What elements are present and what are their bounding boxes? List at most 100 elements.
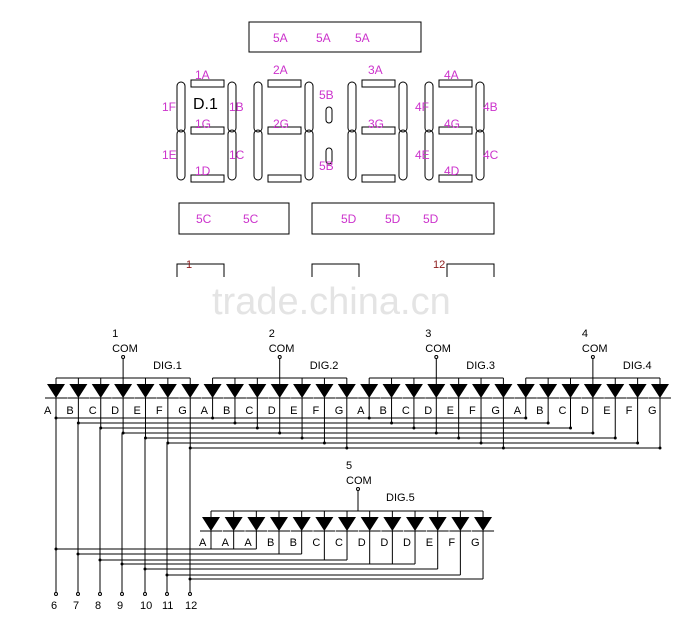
- segment-label: B: [290, 537, 297, 549]
- segment-label: B: [380, 405, 387, 417]
- digit-pin-number: 3: [425, 328, 431, 340]
- diode-triangle: [248, 384, 267, 398]
- horizontal-segment: [361, 174, 396, 183]
- diode-triangle: [47, 384, 65, 398]
- segment-label: A: [357, 405, 365, 417]
- pin-number: 9: [117, 600, 123, 612]
- com-terminal: [277, 355, 282, 359]
- diode-triangle: [181, 384, 200, 398]
- segment-label: G: [178, 405, 187, 417]
- diode-triangle: [114, 384, 133, 398]
- pin-number-last: 12: [433, 259, 445, 271]
- diode-triangle: [224, 517, 243, 531]
- horizontal-segment: [438, 79, 473, 88]
- diode-triangle: [406, 517, 425, 531]
- com-label: COM: [269, 343, 295, 355]
- diode-triangle: [451, 517, 470, 531]
- digit-name: DIG.2: [310, 360, 339, 372]
- vertical-segment: [176, 81, 186, 133]
- vertical-segment: [475, 129, 485, 181]
- segment-label: G: [648, 405, 657, 417]
- segment-label: F: [156, 405, 163, 417]
- vertical-segment: [227, 129, 237, 181]
- diode-triangle: [404, 384, 423, 398]
- segment-label: F: [626, 405, 633, 417]
- segment-label: 3A: [368, 63, 383, 77]
- com-label: COM: [425, 343, 451, 355]
- segment-label: E: [447, 405, 454, 417]
- diode-triangle: [338, 517, 357, 531]
- horizontal-segment: [267, 174, 302, 183]
- horizontal-segment: [438, 126, 473, 135]
- segment-label: 5D: [423, 212, 439, 226]
- diode-triangle: [628, 384, 647, 398]
- horizontal-segment: [190, 126, 225, 135]
- com-terminal: [356, 487, 360, 491]
- pin-number: 6: [51, 600, 57, 612]
- pin-terminal: [76, 592, 80, 596]
- segment-label: G: [471, 537, 480, 549]
- com-terminal: [434, 355, 439, 359]
- com-terminal: [590, 355, 595, 359]
- segment-label: 4G: [444, 117, 460, 131]
- vertical-segment: [304, 81, 314, 133]
- digit-name: DIG.3: [466, 360, 495, 372]
- diode-triangle: [203, 384, 222, 398]
- segment-label: C: [402, 405, 410, 417]
- diode-triangle: [474, 517, 493, 531]
- diode-triangle: [202, 517, 220, 531]
- segment-label: A: [244, 537, 252, 549]
- segment-label: 1G: [195, 117, 211, 131]
- segment-label: 5C: [196, 212, 212, 226]
- segment-label: 1B: [229, 100, 244, 114]
- diode-triangle: [315, 517, 334, 531]
- segment-label: 5A: [355, 31, 370, 45]
- vertical-segment: [227, 81, 237, 133]
- segment-label: C: [335, 537, 343, 549]
- segment-label: D: [380, 537, 388, 549]
- segment-label: 1D: [195, 164, 211, 178]
- pin-number: 10: [140, 600, 152, 612]
- segment-label: 4D: [444, 164, 460, 178]
- diode-triangle: [360, 384, 379, 398]
- segment-label: D: [403, 537, 411, 549]
- horizontal-segment: [438, 174, 473, 183]
- diode-triangle: [494, 384, 513, 398]
- segment-label: B: [267, 537, 274, 549]
- diode-triangle: [136, 384, 155, 398]
- vertical-segment: [253, 129, 263, 181]
- segment-label: 5D: [341, 212, 357, 226]
- segment-label: 5A: [316, 31, 331, 45]
- diode-triangle: [270, 517, 289, 531]
- segment-label: F: [448, 537, 455, 549]
- segment-label: D: [424, 405, 432, 417]
- segment-label: 4A: [444, 68, 459, 82]
- colon-dot-bottom: [325, 147, 333, 165]
- pin-box-right: [446, 263, 495, 277]
- digit-pin-number: 5: [346, 460, 352, 472]
- com-label: COM: [582, 343, 608, 355]
- vertical-segment: [347, 81, 357, 133]
- vertical-segment: [424, 129, 434, 181]
- vertical-segment: [475, 81, 485, 133]
- segment-label: D: [581, 405, 589, 417]
- right-bar-5d: [311, 202, 495, 235]
- diode-triangle: [472, 384, 491, 398]
- horizontal-segment: [267, 79, 302, 88]
- segment-label: 4F: [415, 100, 429, 114]
- pin-number-first: 1: [186, 259, 192, 271]
- diode-triangle: [158, 384, 177, 398]
- com-terminal: [121, 355, 126, 359]
- segment-label: B: [66, 405, 73, 417]
- com-label: COM: [346, 475, 372, 487]
- diode-triangle: [427, 384, 446, 398]
- diode-triangle: [539, 384, 558, 398]
- pin-terminal: [98, 592, 102, 596]
- vertical-segment: [176, 129, 186, 181]
- segment-label: 2G: [273, 117, 289, 131]
- segment-label: B: [536, 405, 543, 417]
- segment-label: C: [245, 405, 253, 417]
- diode-triangle: [650, 384, 669, 398]
- pin-terminal: [188, 592, 192, 596]
